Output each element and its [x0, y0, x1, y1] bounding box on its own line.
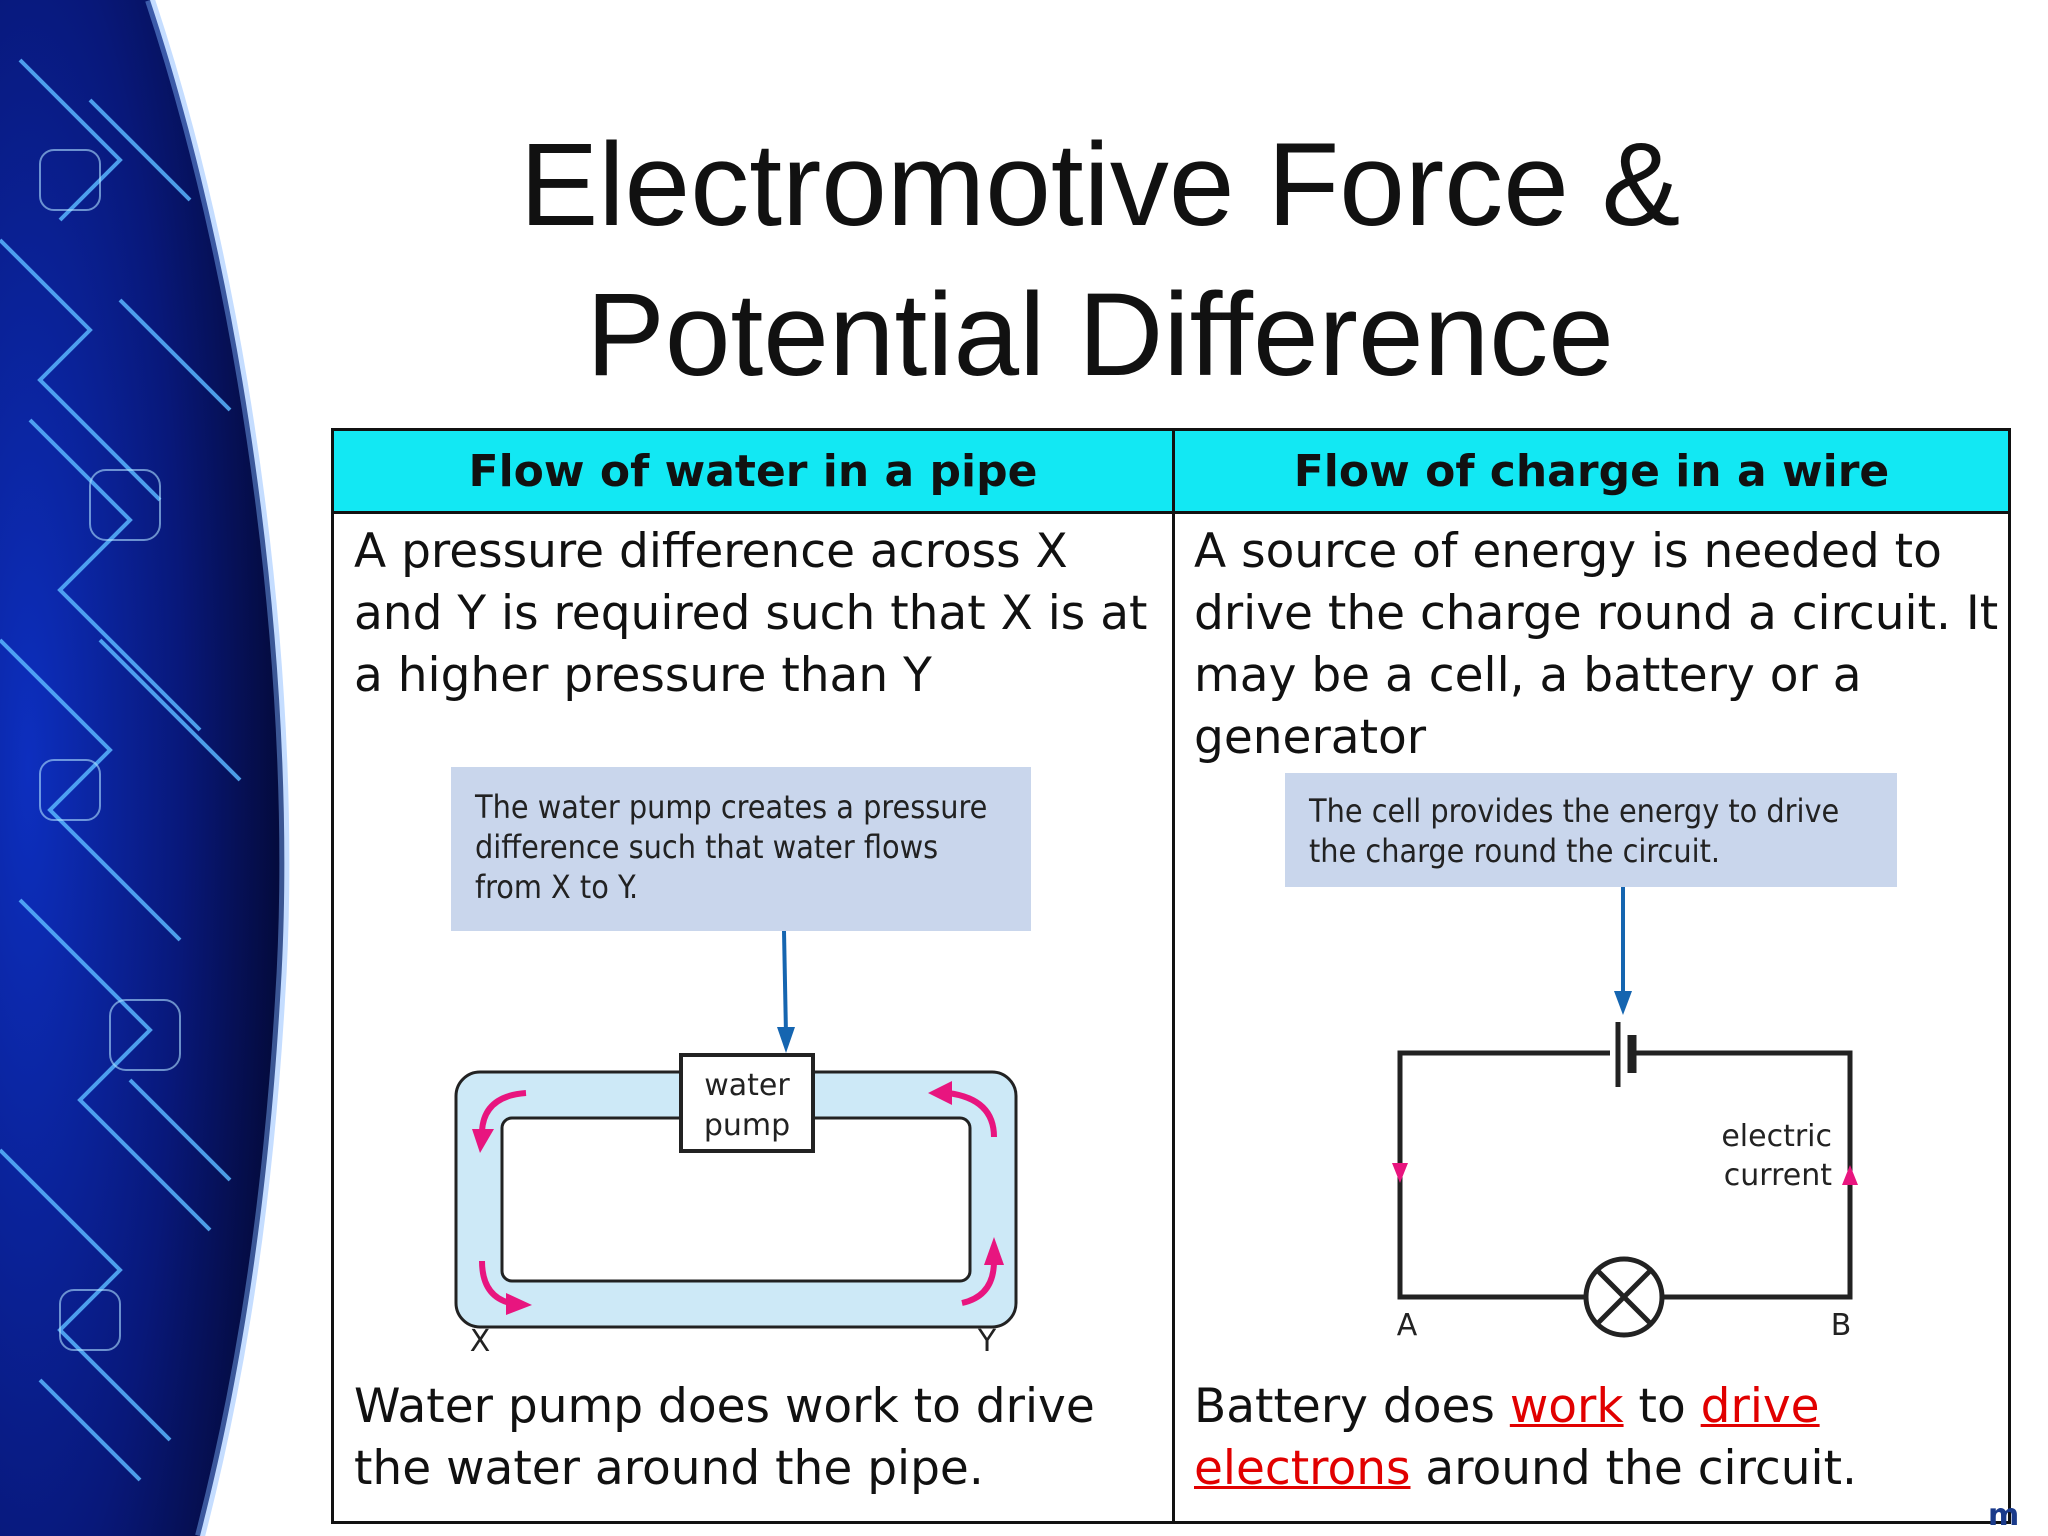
circuit-diagram: electric current A B — [1392, 887, 1858, 1343]
current-label-2: current — [1724, 1158, 1832, 1193]
water-pump-note: The water pump creates a pressure differ… — [451, 767, 1031, 931]
header-water: Flow of water in a pipe — [334, 431, 1172, 514]
pointer-line — [782, 931, 788, 1036]
label-b: B — [1831, 1308, 1852, 1343]
label-y: Y — [977, 1324, 997, 1351]
corner-fragment: m — [1988, 1498, 2018, 1533]
circuit-wire-left — [1397, 1050, 1610, 1300]
water-description: A pressure difference across X and Y is … — [354, 524, 1148, 703]
comparison-table: Flow of water in a pipe Flow of charge i… — [331, 428, 2011, 1524]
cell-note: The cell provides the energy to drive th… — [1285, 773, 1897, 887]
charge-description: A source of energy is needed to drive th… — [1194, 524, 1999, 765]
pump-label-2: pump — [704, 1108, 790, 1143]
emphasis-work: work — [1509, 1379, 1624, 1434]
slide-title: Electromotive Force & Potential Differen… — [380, 110, 1820, 410]
title-line-1: Electromotive Force & — [519, 119, 1681, 251]
footer-text-2: to — [1623, 1379, 1701, 1434]
water-footer: Water pump does work to drive the water … — [354, 1379, 1095, 1496]
pump-label-1: water — [704, 1068, 790, 1103]
current-arrow-down — [1392, 1163, 1408, 1183]
label-x: X — [470, 1324, 491, 1351]
current-arrow-up — [1842, 1165, 1858, 1185]
pointer-arrowhead — [777, 1027, 795, 1053]
flow-arrows — [479, 1090, 997, 1306]
water-pipe-diagram: water pump X Y — [454, 931, 1018, 1351]
flow-arrowheads — [472, 1081, 1004, 1315]
emphasis-drive: drive — [1700, 1379, 1820, 1434]
column-divider — [1172, 431, 1175, 1521]
emphasis-electrons: electrons — [1194, 1441, 1411, 1496]
footer-text-1: Battery does — [1194, 1379, 1510, 1434]
label-a: A — [1397, 1308, 1418, 1343]
header-charge: Flow of charge in a wire — [1175, 431, 2008, 514]
current-label-1: electric — [1721, 1119, 1832, 1154]
water-pump-box — [679, 1053, 815, 1153]
footer-text-3: around the circuit. — [1410, 1441, 1857, 1496]
charge-footer: Battery does work to drive electrons arou… — [1194, 1376, 2004, 1500]
pointer-arrowhead — [1614, 991, 1632, 1015]
circuit-background-art — [0, 0, 290, 1536]
title-line-2: Potential Difference — [586, 269, 1614, 401]
